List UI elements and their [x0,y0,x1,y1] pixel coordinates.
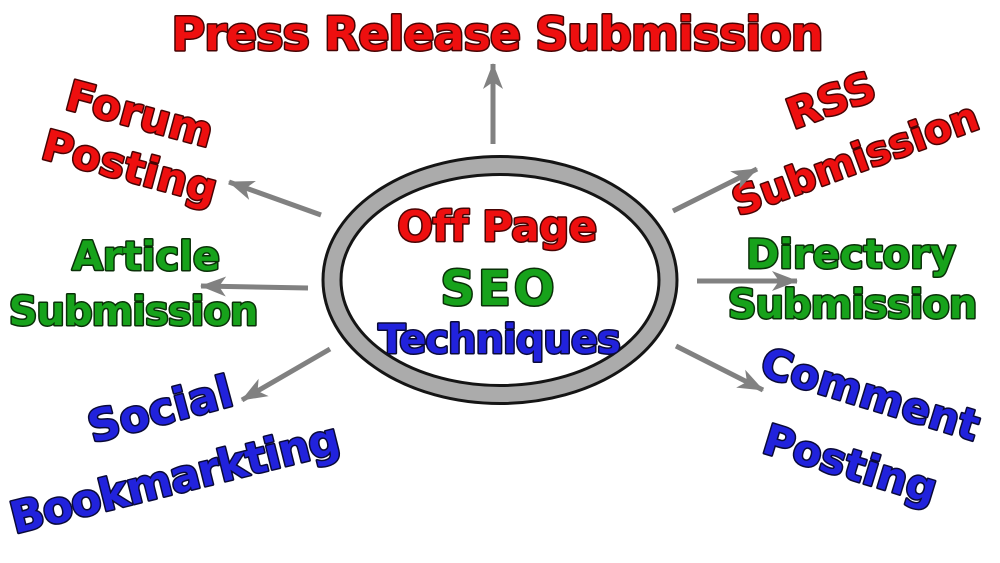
label-article-line2: Submission [9,289,258,335]
label-article-line1: Article [72,234,220,280]
center-ellipse-inner-edge [339,173,661,387]
arrow-rss-submission [671,166,759,214]
arrow-comment-posting [674,343,765,393]
arrow-forum-posting [228,179,322,218]
center-ellipse-outer-edge [321,155,679,405]
label-press-release-submission: Press Release Submission [172,7,823,61]
arrow-article-submission [200,276,309,297]
label-directory-line1: Directory [746,232,956,278]
connector-arrows [200,63,798,403]
center-line-techniques: Techniques [378,317,620,363]
label-directory-line2: Submission [728,282,977,328]
center-line-off-page: Off Page [397,202,596,251]
center-node: Off Page SEO Techniques [321,155,679,405]
arrow-social-bookmarkting [240,346,332,403]
center-line-seo: SEO [440,261,557,317]
center-ellipse-ring [324,157,676,403]
